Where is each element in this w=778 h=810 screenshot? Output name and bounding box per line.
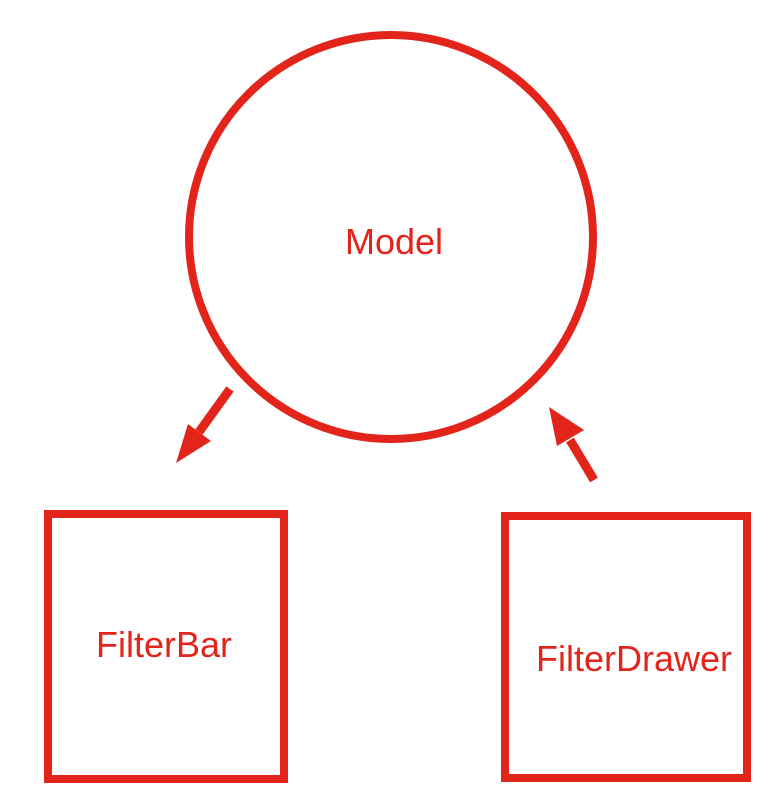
edge-model-to-filter-bar bbox=[176, 386, 234, 463]
edge-filter-drawer-to-model-arrowhead bbox=[549, 407, 584, 446]
edge-filter-drawer-to-model-line bbox=[566, 437, 598, 483]
filter-drawer-node: FilterDrawer bbox=[501, 512, 751, 782]
filter-drawer-label: FilterDrawer bbox=[536, 638, 732, 679]
filter-bar-box bbox=[44, 510, 288, 783]
model-circle bbox=[185, 31, 597, 443]
edge-model-to-filter-bar-line bbox=[195, 386, 234, 435]
edge-filter-drawer-to-model bbox=[549, 407, 598, 483]
filter-bar-node: FilterBar bbox=[44, 510, 288, 783]
filter-bar-label: FilterBar bbox=[96, 624, 232, 665]
model-node: Model bbox=[185, 31, 597, 443]
model-label: Model bbox=[345, 221, 443, 262]
edge-model-to-filter-bar-arrowhead bbox=[176, 424, 211, 463]
filter-drawer-box bbox=[501, 512, 751, 782]
